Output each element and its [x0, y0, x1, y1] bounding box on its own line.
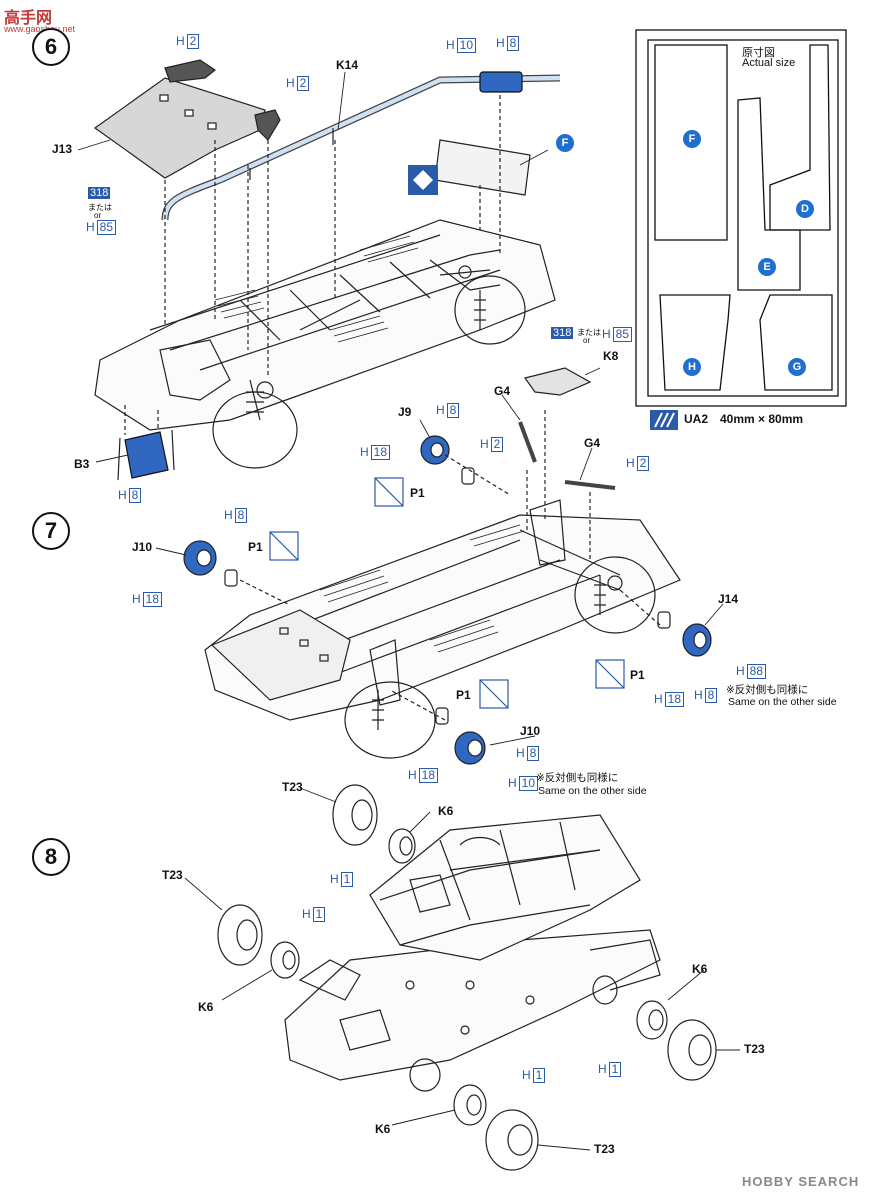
- part-label-P1: P1: [248, 540, 263, 554]
- tires-T23: [217, 784, 717, 1171]
- decal-sheet-icon: [650, 410, 678, 430]
- step-number-8: 8: [32, 838, 70, 876]
- no-glue-icon: [269, 477, 625, 709]
- step-number-6: 6: [32, 28, 70, 66]
- part-label-K6: K6: [692, 962, 708, 976]
- part-P1: [224, 467, 671, 725]
- part-label-K8: K8: [603, 349, 619, 363]
- wheels-K6: [270, 828, 668, 1126]
- note-same-side-en: Same on the other side: [538, 785, 647, 797]
- part-J13: [93, 59, 281, 179]
- part-label-G4: G4: [584, 436, 601, 450]
- part-label-K6: K6: [375, 1122, 391, 1136]
- decal-area-H: H: [683, 358, 701, 376]
- part-label-P1: P1: [410, 486, 425, 500]
- part-G4: [518, 421, 616, 490]
- part-J9: [420, 435, 450, 465]
- step8-body: [284, 814, 661, 1092]
- or-jp: または: [88, 203, 112, 212]
- note-same-side-jp: ※反対側も同様に: [726, 684, 809, 696]
- part-label-T23: T23: [282, 780, 303, 794]
- part-K8: [523, 367, 592, 396]
- part-label-P1: P1: [456, 688, 471, 702]
- part-label-J9: J9: [398, 405, 412, 419]
- or-jp: または: [577, 328, 601, 337]
- part-label-T23: T23: [744, 1042, 765, 1056]
- part-K14: [161, 71, 561, 221]
- part-label-G4: G4: [494, 384, 511, 398]
- part-label-J10: J10: [520, 724, 541, 738]
- part-label-T23: T23: [594, 1142, 615, 1156]
- decal-title-jp: 原寸図: [742, 47, 775, 59]
- step-number-7: 7: [32, 512, 70, 550]
- note-same-side-en: Same on the other side: [728, 696, 837, 708]
- watermark-logo: 高手网: [4, 10, 53, 27]
- part-label-T23: T23: [162, 868, 183, 882]
- part-label-K6: K6: [438, 804, 454, 818]
- or-en: or: [583, 336, 591, 345]
- decal-area-G: G: [788, 358, 806, 376]
- decal-area-E: E: [758, 258, 776, 276]
- part-label-J14: J14: [718, 592, 739, 606]
- part-J14: [682, 623, 712, 657]
- decal-sheet-id: UA2: [684, 412, 709, 426]
- part-label-J10: J10: [132, 540, 153, 554]
- decal-area-D: D: [796, 200, 814, 218]
- or-en: or: [94, 211, 102, 220]
- part-J10: [183, 540, 486, 765]
- step7-chassis: [204, 499, 681, 759]
- footer-brand: HOBBY SEARCH: [742, 1174, 860, 1189]
- step6-chassis: [94, 219, 556, 469]
- part-label-K14: K14: [336, 58, 359, 72]
- watermark-url: www.gaoshou.net: [4, 24, 76, 34]
- part-B3: [117, 405, 175, 481]
- glue-diamond-icon: [408, 165, 438, 195]
- note-same-side-jp: ※反対側も同様に: [536, 772, 619, 784]
- part-label-B3: B3: [74, 457, 90, 471]
- alt-part-318: 318: [88, 187, 111, 199]
- decal-marker-F: F: [556, 134, 574, 152]
- decal-sheet-size: 40mm × 80mm: [720, 412, 804, 426]
- decal-area-F: F: [683, 130, 701, 148]
- decal-title-en: Actual size: [742, 57, 796, 69]
- part-label-K6: K6: [198, 1000, 214, 1014]
- part-label-J13: J13: [52, 142, 73, 156]
- decal-panel-frame: [635, 29, 847, 407]
- part-label-P1: P1: [630, 668, 645, 682]
- alt-part-318: 318: [551, 327, 574, 339]
